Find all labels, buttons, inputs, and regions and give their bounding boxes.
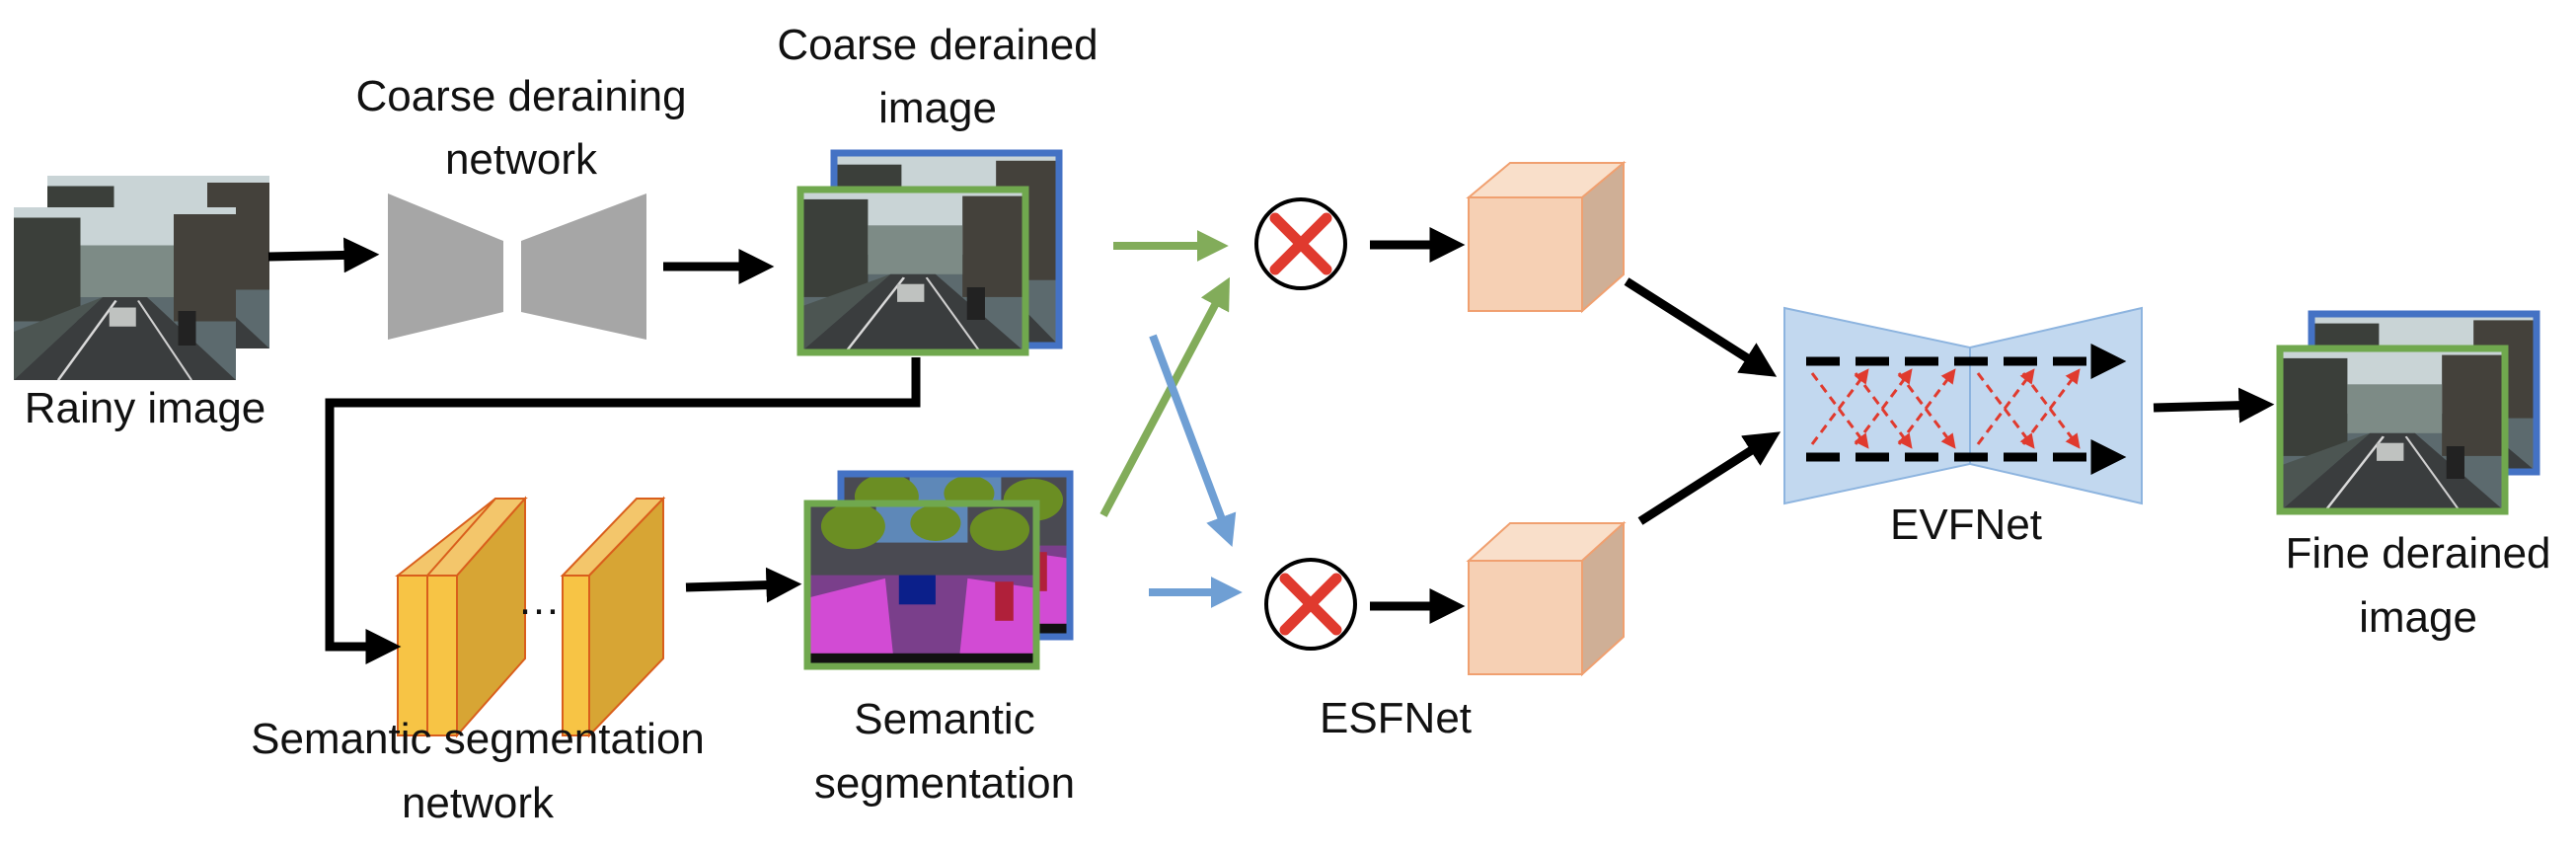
coarse-image-label-line2: image [878, 84, 997, 132]
seg-network-ellipsis: … [517, 576, 561, 624]
esfnet-label: ESFNet [1320, 694, 1472, 742]
fine-image-label-line1: Fine derained [2285, 529, 2550, 578]
fine-image-label-line2: image [2359, 593, 2477, 642]
arrow-seg-net-to-seg-output [685, 567, 802, 603]
evfnet-cross-connections [1810, 368, 2081, 449]
multiply-node-bottom [1264, 558, 1357, 651]
seg-output-label-line2: segmentation [814, 759, 1075, 808]
coarse-deraining-network [388, 193, 646, 340]
arrow-coarse-image-to-x-bottom [1149, 334, 1237, 547]
arrow-evfnet-to-fine [2153, 387, 2275, 424]
arrow-cube-bottom-to-evfnet [1637, 431, 1781, 525]
coarse-image-label-line1: Coarse derained [777, 21, 1098, 69]
conv-block-2 [424, 496, 528, 738]
fine-derained-image-stack [2276, 310, 2540, 515]
conv-block-3 [560, 496, 666, 738]
rainy-image-label: Rainy image [25, 384, 266, 432]
seg-output-label-line1: Semantic [854, 695, 1034, 743]
coarse-network-label-line1: Coarse deraining [355, 72, 686, 120]
evfnet-block [1783, 306, 2143, 505]
arrow-seg-to-x-top [1099, 276, 1230, 517]
arrow-coarse-image-to-seg-net [325, 357, 921, 664]
semantic-segmentation-network [395, 496, 666, 738]
flow-arrows [267, 227, 2275, 664]
evfnet-label: EVFNet [1890, 501, 2042, 549]
seg-network-label-line1: Semantic segmentation [251, 715, 705, 763]
seg-network-label-line2: network [402, 779, 555, 827]
feature-cube-top [1466, 160, 1627, 314]
coarse-network-label-line2: network [445, 135, 598, 184]
green-arrows [1099, 230, 1230, 517]
arrow-cube-top-to-evfnet [1624, 277, 1778, 377]
blue-arrows [1149, 334, 1243, 608]
rainy-image-stack [12, 174, 271, 382]
coarse-derained-image-stack [796, 149, 1063, 356]
arrow-rainy-to-coarse-net [267, 237, 380, 273]
multiply-node-top [1254, 197, 1347, 290]
feature-cube-bottom [1466, 520, 1627, 677]
semantic-segmentation-output [803, 470, 1074, 670]
